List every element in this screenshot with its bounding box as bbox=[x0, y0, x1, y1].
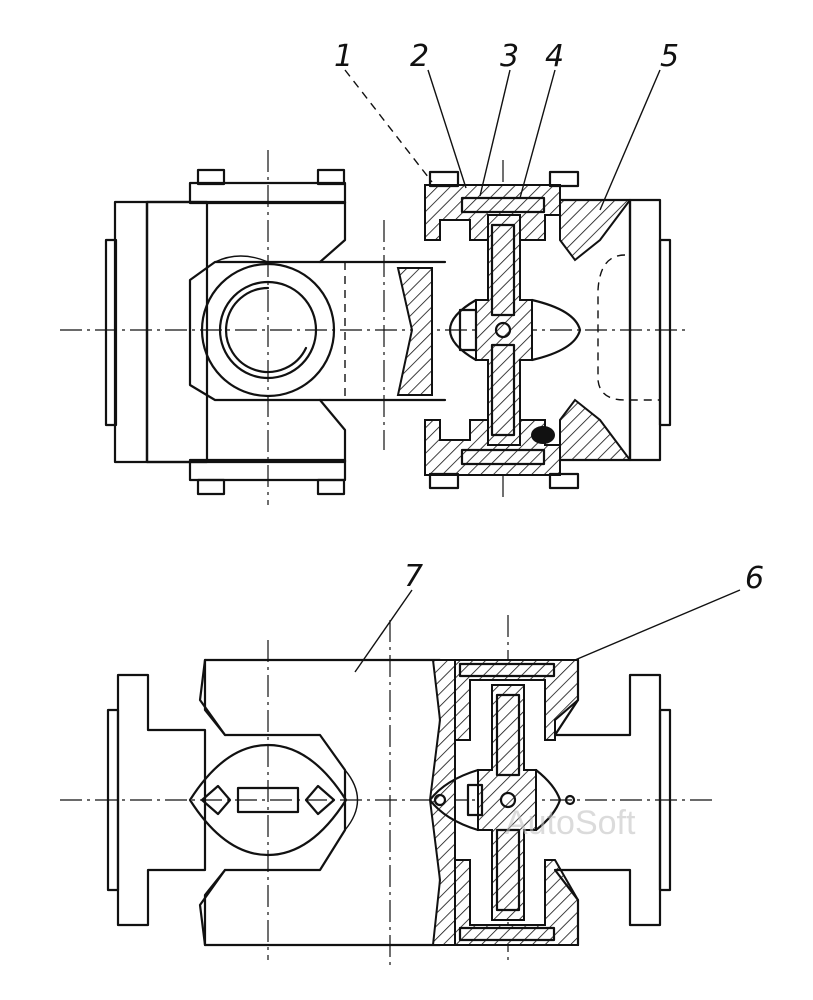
callout-7: 7 bbox=[404, 559, 423, 594]
bottom-view: 7 6 bbox=[60, 559, 764, 965]
callout-5: 5 bbox=[660, 39, 679, 74]
bottom-right-yoke bbox=[553, 658, 672, 947]
callout-3: 3 bbox=[500, 39, 519, 74]
top-callout-leaders bbox=[344, 69, 661, 211]
callout-1: 1 bbox=[334, 39, 353, 74]
callout-2: 2 bbox=[410, 39, 429, 74]
left-bearing-eye bbox=[200, 262, 336, 398]
top-view: 1 2 3 4 5 bbox=[60, 39, 690, 505]
watermark: AutoSoft bbox=[505, 804, 636, 842]
callout-6: 6 bbox=[745, 561, 764, 596]
right-yoke bbox=[558, 198, 672, 462]
callout-4: 4 bbox=[545, 39, 564, 74]
bottom-callout-leaders bbox=[354, 589, 741, 673]
bottom-left-yoke bbox=[188, 658, 442, 947]
top-cross-section bbox=[424, 170, 582, 490]
bottom-pin-housing bbox=[188, 743, 348, 857]
bottom-left-flange bbox=[106, 673, 207, 927]
left-flange bbox=[104, 200, 209, 464]
top-shaft bbox=[318, 260, 447, 402]
bottom-cross-section bbox=[428, 659, 579, 946]
left-yoke bbox=[145, 168, 347, 496]
